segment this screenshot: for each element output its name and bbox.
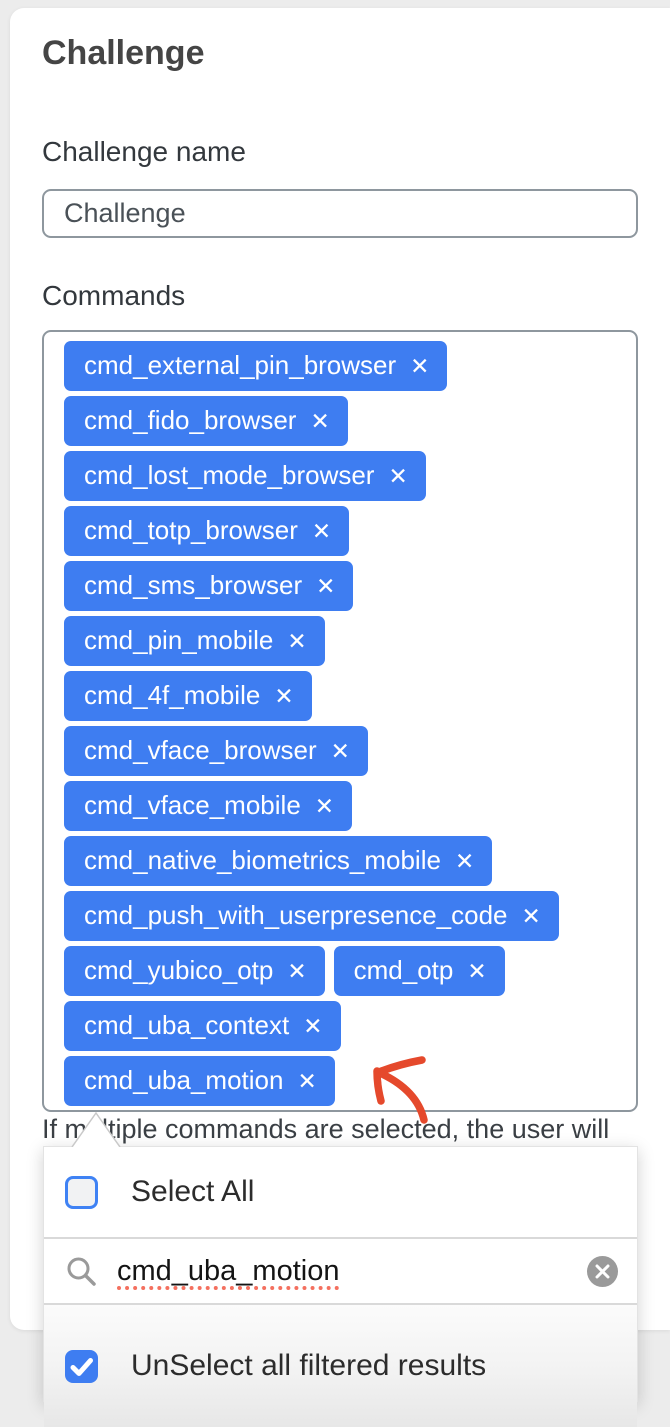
command-chip[interactable]: cmd_sms_browser ✕ — [64, 561, 354, 611]
clear-search-icon — [595, 1264, 610, 1278]
remove-command-icon[interactable]: ✕ — [287, 628, 307, 654]
command-chip-label: cmd_lost_mode_browser — [84, 459, 375, 490]
command-chip-label: cmd_uba_context — [84, 1009, 290, 1040]
unselect-filtered-label: UnSelect all filtered results — [131, 1349, 487, 1382]
command-chip[interactable]: cmd_4f_mobile ✕ — [64, 671, 312, 721]
command-chip-label: cmd_external_pin_browser — [84, 349, 397, 380]
command-chip-label: cmd_native_biometrics_mobile — [84, 844, 441, 875]
remove-command-icon[interactable]: ✕ — [287, 958, 307, 984]
command-chip-label: cmd_vface_mobile — [84, 789, 301, 820]
divider — [44, 1237, 637, 1239]
command-chip-label: cmd_otp — [353, 954, 454, 985]
remove-command-icon[interactable]: ✕ — [454, 848, 475, 874]
command-chip[interactable]: cmd_pin_mobile ✕ — [64, 616, 325, 666]
commands-dropdown-panel: Select All cmd_uba_motion UnSelect all f… — [43, 1146, 638, 1427]
remove-command-icon[interactable]: ✕ — [303, 1013, 323, 1039]
page-title: Challenge — [42, 34, 205, 72]
search-icon — [67, 1257, 96, 1286]
filter-search-row[interactable]: cmd_uba_motion — [44, 1239, 637, 1303]
command-chip[interactable]: cmd_uba_motion ✕ — [64, 1056, 335, 1106]
command-chip[interactable]: cmd_vface_mobile ✕ — [64, 781, 353, 831]
select-all-option[interactable]: Select All — [44, 1147, 637, 1237]
commands-multiselect[interactable]: cmd_external_pin_browser✕cmd_fido_browse… — [42, 330, 638, 1112]
remove-command-icon[interactable]: ✕ — [274, 683, 294, 709]
remove-command-icon[interactable]: ✕ — [316, 573, 336, 599]
command-chip[interactable]: cmd_push_with_userpresence_code ✕ — [64, 891, 559, 941]
unselect-filtered-option[interactable]: UnSelect all filtered results — [44, 1305, 637, 1427]
command-chip[interactable]: cmd_yubico_otp ✕ — [64, 946, 325, 996]
challenge-name-label: Challenge name — [42, 136, 246, 167]
select-all-label: Select All — [131, 1175, 255, 1208]
command-chip-label: cmd_totp_browser — [84, 514, 298, 545]
command-chip[interactable]: cmd_external_pin_browser ✕ — [64, 341, 448, 391]
checkmark-icon — [70, 1357, 93, 1376]
command-chip-label: cmd_yubico_otp — [84, 954, 274, 985]
command-chip-label: cmd_4f_mobile — [84, 679, 261, 710]
remove-command-icon[interactable]: ✕ — [311, 518, 332, 544]
remove-command-icon[interactable]: ✕ — [297, 1068, 317, 1094]
command-chip-label: cmd_fido_browser — [84, 404, 297, 435]
command-chip[interactable]: cmd_otp ✕ — [333, 946, 505, 996]
command-chip[interactable]: cmd_lost_mode_browser ✕ — [64, 451, 426, 501]
select-all-checkbox[interactable] — [65, 1175, 98, 1209]
remove-command-icon[interactable]: ✕ — [310, 408, 330, 434]
command-chip-label: cmd_push_with_userpresence_code — [84, 899, 508, 930]
command-chip-label: cmd_pin_mobile — [84, 624, 274, 655]
command-chip-label: cmd_sms_browser — [84, 569, 303, 600]
divider — [44, 1303, 637, 1305]
commands-label: Commands — [42, 280, 186, 311]
command-chip[interactable]: cmd_vface_browser ✕ — [64, 726, 368, 776]
remove-command-icon[interactable]: ✕ — [467, 958, 487, 984]
remove-command-icon[interactable]: ✕ — [521, 903, 541, 929]
selected-commands: cmd_external_pin_browser✕cmd_fido_browse… — [64, 341, 628, 1106]
remove-command-icon[interactable]: ✕ — [330, 738, 350, 764]
unselect-filtered-checkbox[interactable] — [65, 1349, 98, 1383]
remove-command-icon[interactable]: ✕ — [388, 463, 408, 489]
dropdown-caret-icon — [71, 1111, 121, 1147]
command-chip-label: cmd_uba_motion — [84, 1064, 284, 1095]
remove-command-icon[interactable]: ✕ — [410, 353, 430, 379]
command-chip[interactable]: cmd_totp_browser ✕ — [64, 506, 350, 556]
command-chip-label: cmd_vface_browser — [84, 734, 317, 765]
command-chip[interactable]: cmd_native_biometrics_mobile ✕ — [64, 836, 493, 886]
clear-search-button[interactable] — [587, 1255, 618, 1287]
command-chip[interactable]: cmd_uba_context ✕ — [64, 1001, 341, 1051]
commands-help-text: If multiple commands are selected, the u… — [42, 1114, 610, 1144]
command-chip[interactable]: cmd_fido_browser ✕ — [64, 396, 348, 446]
challenge-name-input[interactable] — [42, 189, 638, 238]
filter-search-input[interactable]: cmd_uba_motion — [117, 1254, 340, 1287]
remove-command-icon[interactable]: ✕ — [314, 793, 335, 819]
